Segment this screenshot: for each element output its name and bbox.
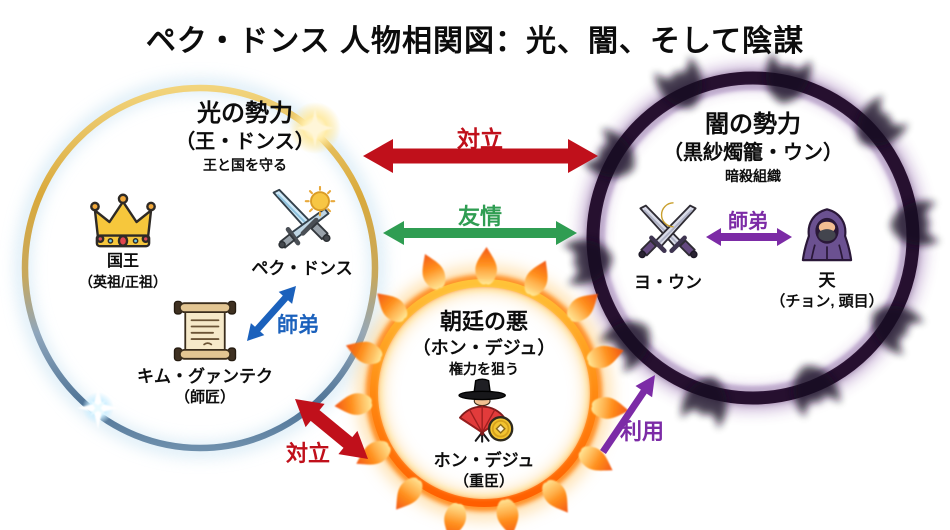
member-note: （チョン, 頭目） <box>770 293 884 310</box>
member-cheon: 天 （チョン, 頭目） <box>768 202 886 311</box>
member-note: （英祖/正祖） <box>79 274 167 290</box>
member-dongsu: ペク・ドンス <box>250 186 354 280</box>
light-group-header: 光の勢力 （王・ドンス） 王と国を守る <box>120 99 370 175</box>
member-name: ヨ・ウン <box>634 273 702 292</box>
mentor-arrow-light <box>247 286 296 341</box>
conflict-arrow-bottom <box>295 399 368 459</box>
hooded-assassin-icon <box>801 208 853 262</box>
crossed-swords-moon-icon <box>638 202 698 259</box>
member-name: 天 <box>818 271 836 290</box>
court-group-subtitle: （ホン・デジュ） <box>412 338 556 358</box>
crown-icon <box>90 193 156 248</box>
exploitation-arrow <box>600 375 655 454</box>
member-king: 国王 （英祖/正祖） <box>73 193 173 292</box>
member-gwangtaek: キム・グァンテク （師匠） <box>125 296 285 407</box>
relation-label-friendship: 友情 <box>457 204 502 229</box>
mentor-arrow-dark <box>706 228 792 246</box>
light-ring <box>16 79 384 457</box>
member-daeju: ホン・デジュ （重臣） <box>420 376 548 491</box>
dark-group-subtitle: （黒紗燭籠・ウン） <box>663 142 843 164</box>
member-note: （師匠） <box>174 389 235 406</box>
light-group-subtitle: （王・ドンス） <box>175 131 315 153</box>
official-fan-coin-icon <box>458 378 514 443</box>
relation-label-mentor-dark: 師弟 <box>728 211 768 233</box>
relation-label-mentor-light: 師弟 <box>277 314 319 337</box>
fire-ring <box>333 246 631 530</box>
crossed-swords-sun-icon <box>272 186 336 249</box>
page-title: ペク・ドンス 人物相関図：光、闇、そして陰謀 <box>145 25 805 58</box>
relation-label-conflict-bottom: 対立 <box>285 441 330 466</box>
relation-label-conflict-top: 対立 <box>457 126 503 152</box>
member-name: ペク・ドンス <box>251 259 353 278</box>
member-name: 国王 <box>106 253 139 270</box>
conflict-arrow-top <box>363 139 598 173</box>
court-group-title: 朝廷の悪 <box>439 309 528 334</box>
member-name: ホン・デジュ <box>433 451 535 470</box>
dark-group-title: 闇の勢力 <box>705 111 801 138</box>
dark-ring <box>561 51 941 430</box>
light-group-title: 光の勢力 <box>197 100 293 127</box>
dark-group-motto: 暗殺組織 <box>725 168 781 184</box>
member-yeowoon: ヨ・ウン <box>614 200 722 294</box>
ring-glow-star-cross <box>296 108 334 148</box>
court-group-header: 朝廷の悪 （ホン・デジュ） 権力を狙う <box>384 308 584 379</box>
member-note: （重臣） <box>453 473 514 490</box>
court-group-motto: 権力を狙う <box>449 361 519 377</box>
member-name: キム・グァンテク <box>137 367 273 386</box>
dark-group-header: 闇の勢力 （黒紗燭籠・ウン） 暗殺組織 <box>628 110 878 186</box>
scroll-icon <box>173 300 237 362</box>
friendship-arrow <box>383 221 577 245</box>
light-group-motto: 王と国を守る <box>203 157 287 173</box>
relation-label-exploitation: 利用 <box>619 419 664 444</box>
